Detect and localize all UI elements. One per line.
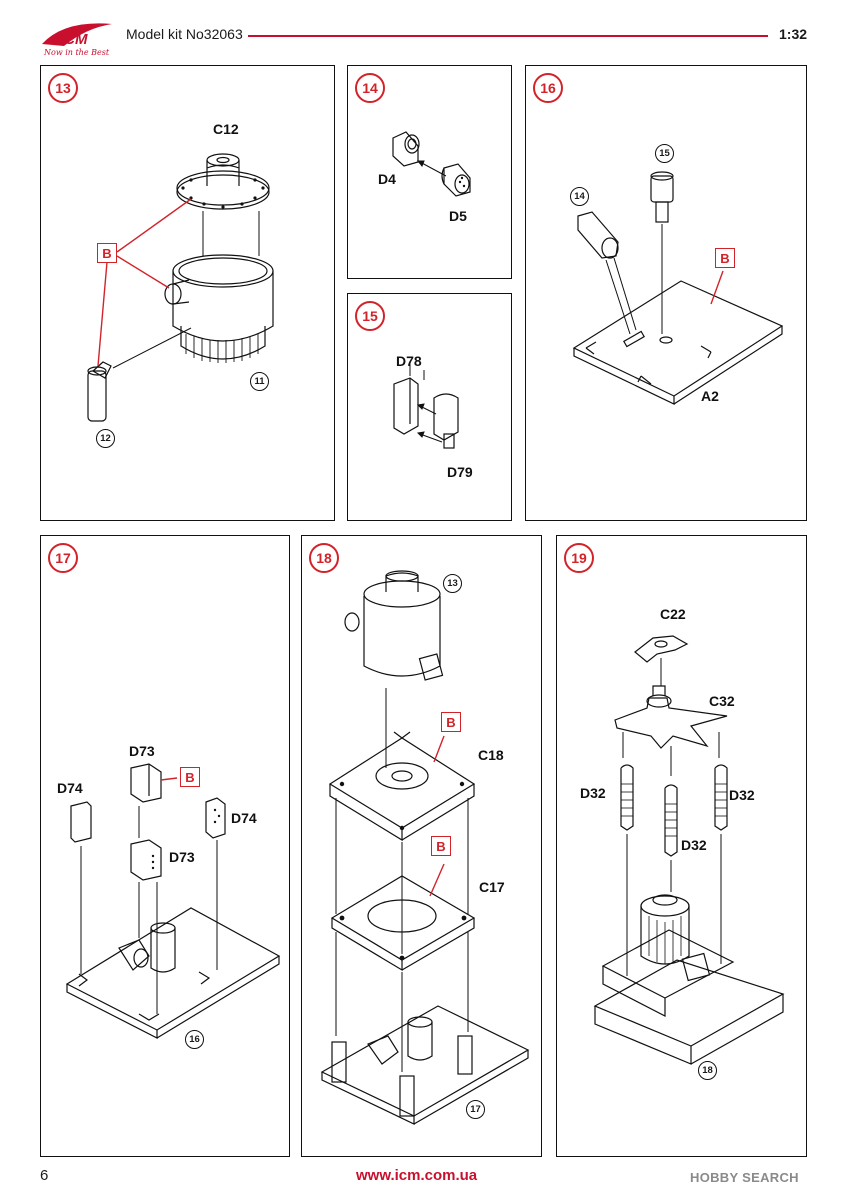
callout-b-upper: B: [441, 712, 461, 732]
subassembly-ref-11: 11: [250, 372, 269, 391]
step-17-panel: 17 D74 D73 B D74 D73 16: [40, 535, 290, 1157]
callout-b-lower: B: [431, 836, 451, 856]
subassembly-ref-13: 13: [443, 574, 462, 593]
header-rule: [248, 35, 768, 37]
part-label-a2: A2: [701, 388, 719, 404]
subassembly-ref-18: 18: [698, 1061, 717, 1080]
part-label-d73-mid: D73: [169, 849, 195, 865]
brand-tagline: Now in the Best: [44, 48, 110, 57]
part-label-d74-right: D74: [231, 810, 257, 826]
step-16-drawing: [572, 171, 784, 405]
icm-logo: ICM: [42, 23, 112, 48]
step-18-number: 18: [309, 543, 339, 573]
step-15-panel: 15 D78 D79: [347, 293, 512, 521]
subassembly-ref-12: 12: [96, 429, 115, 448]
callout-b: B: [715, 248, 735, 268]
footer-url-link[interactable]: www.icm.com.ua: [356, 1167, 478, 1184]
step-15-number: 15: [355, 301, 385, 331]
part-label-c32: C32: [709, 693, 735, 709]
step-17-drawing: [65, 763, 281, 1039]
step-18-drawing: [320, 570, 530, 1125]
step-13-panel: 13 C12 B 11 12: [40, 65, 335, 521]
part-label-d32-center: D32: [681, 837, 707, 853]
kit-title: Model kit No32063: [126, 26, 243, 42]
callout-b: B: [97, 243, 117, 263]
brand-text: ICM: [60, 31, 88, 48]
step-17-number: 17: [48, 543, 78, 573]
step-13-number: 13: [48, 73, 78, 103]
step-19-number: 19: [564, 543, 594, 573]
part-label-d74-left: D74: [57, 780, 83, 796]
callout-b: B: [180, 767, 200, 787]
page-number: 6: [40, 1167, 49, 1184]
subassembly-ref-14: 14: [570, 187, 589, 206]
part-label-c12: C12: [213, 121, 239, 137]
scale-label: 1:32: [779, 26, 808, 42]
subassembly-ref-17: 17: [466, 1100, 485, 1119]
subassembly-ref-15: 15: [655, 144, 674, 163]
part-label-d4: D4: [378, 171, 396, 187]
hobby-search-watermark: HOBBY SEARCH: [690, 1170, 799, 1185]
part-label-d79: D79: [447, 464, 473, 480]
part-label-d5: D5: [449, 208, 467, 224]
step-14-panel: 14 D4 D5: [347, 65, 512, 279]
subassembly-ref-16: 16: [185, 1030, 204, 1049]
part-label-c22: C22: [660, 606, 686, 622]
step-16-panel: 16 15 14 B A2: [525, 65, 807, 521]
step-13-drawing: [87, 153, 274, 422]
part-label-d32-left: D32: [580, 785, 606, 801]
step-16-number: 16: [533, 73, 563, 103]
part-label-d73-top: D73: [129, 743, 155, 759]
step-14-drawing: [392, 131, 471, 197]
part-label-c17: C17: [479, 879, 505, 895]
step-19-panel: 19 C22 C32 D32 D32 D32 18: [556, 535, 807, 1157]
part-label-d78: D78: [396, 353, 422, 369]
page-header: ICM Now in the Best Model kit No32063 1:…: [0, 0, 848, 60]
step-18-panel: 18 13 B C18 B C17 17: [301, 535, 542, 1157]
step-19-drawing: [593, 635, 785, 1065]
step-15-drawing: [393, 364, 459, 449]
step-14-number: 14: [355, 73, 385, 103]
part-label-c18: C18: [478, 747, 504, 763]
part-label-d32-right: D32: [729, 787, 755, 803]
